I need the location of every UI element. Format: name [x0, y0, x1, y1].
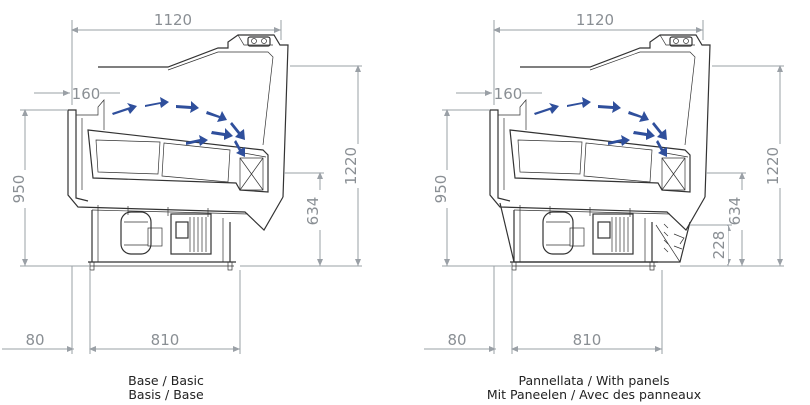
caption-panels-line2: Mit Paneelen / Avec des panneaux [487, 387, 701, 402]
cabinet-outline-base [67, 34, 289, 271]
right-view: 1120 160 950 1220 634 228 80 [424, 9, 784, 402]
side-panels [499, 202, 691, 263]
dim-left-offset-left: 80 [25, 331, 44, 349]
dim-base-right: 810 [573, 331, 602, 349]
dim-total-height-left: 1220 [342, 147, 360, 185]
dim-height-left: 950 [10, 175, 28, 204]
caption-base-line1: Base / Basic [128, 373, 204, 388]
dim-height-right: 950 [432, 175, 450, 204]
airflow-arrows-right [534, 97, 667, 157]
dim-width-right: 1120 [576, 11, 614, 29]
dim-base-left: 810 [151, 331, 180, 349]
dim-counter-height-right: 634 [726, 197, 744, 226]
dim-width-left: 1120 [154, 11, 192, 29]
left-view: 1120 160 950 1220 634 80 810 Base / Basi [2, 9, 362, 402]
dim-top-offset-left: 160 [72, 85, 101, 103]
airflow-arrows [112, 97, 245, 157]
caption-base-line2: Basis / Base [128, 387, 204, 402]
cabinet-outline-panels [489, 34, 711, 271]
dim-total-height-right: 1220 [764, 147, 782, 185]
dim-left-offset-right: 80 [447, 331, 466, 349]
dim-top-offset-right: 160 [494, 85, 523, 103]
caption-panels-line1: Pannellata / With panels [518, 373, 669, 388]
dim-panel-height-right: 228 [710, 231, 728, 260]
dim-counter-height-left: 634 [304, 197, 322, 226]
